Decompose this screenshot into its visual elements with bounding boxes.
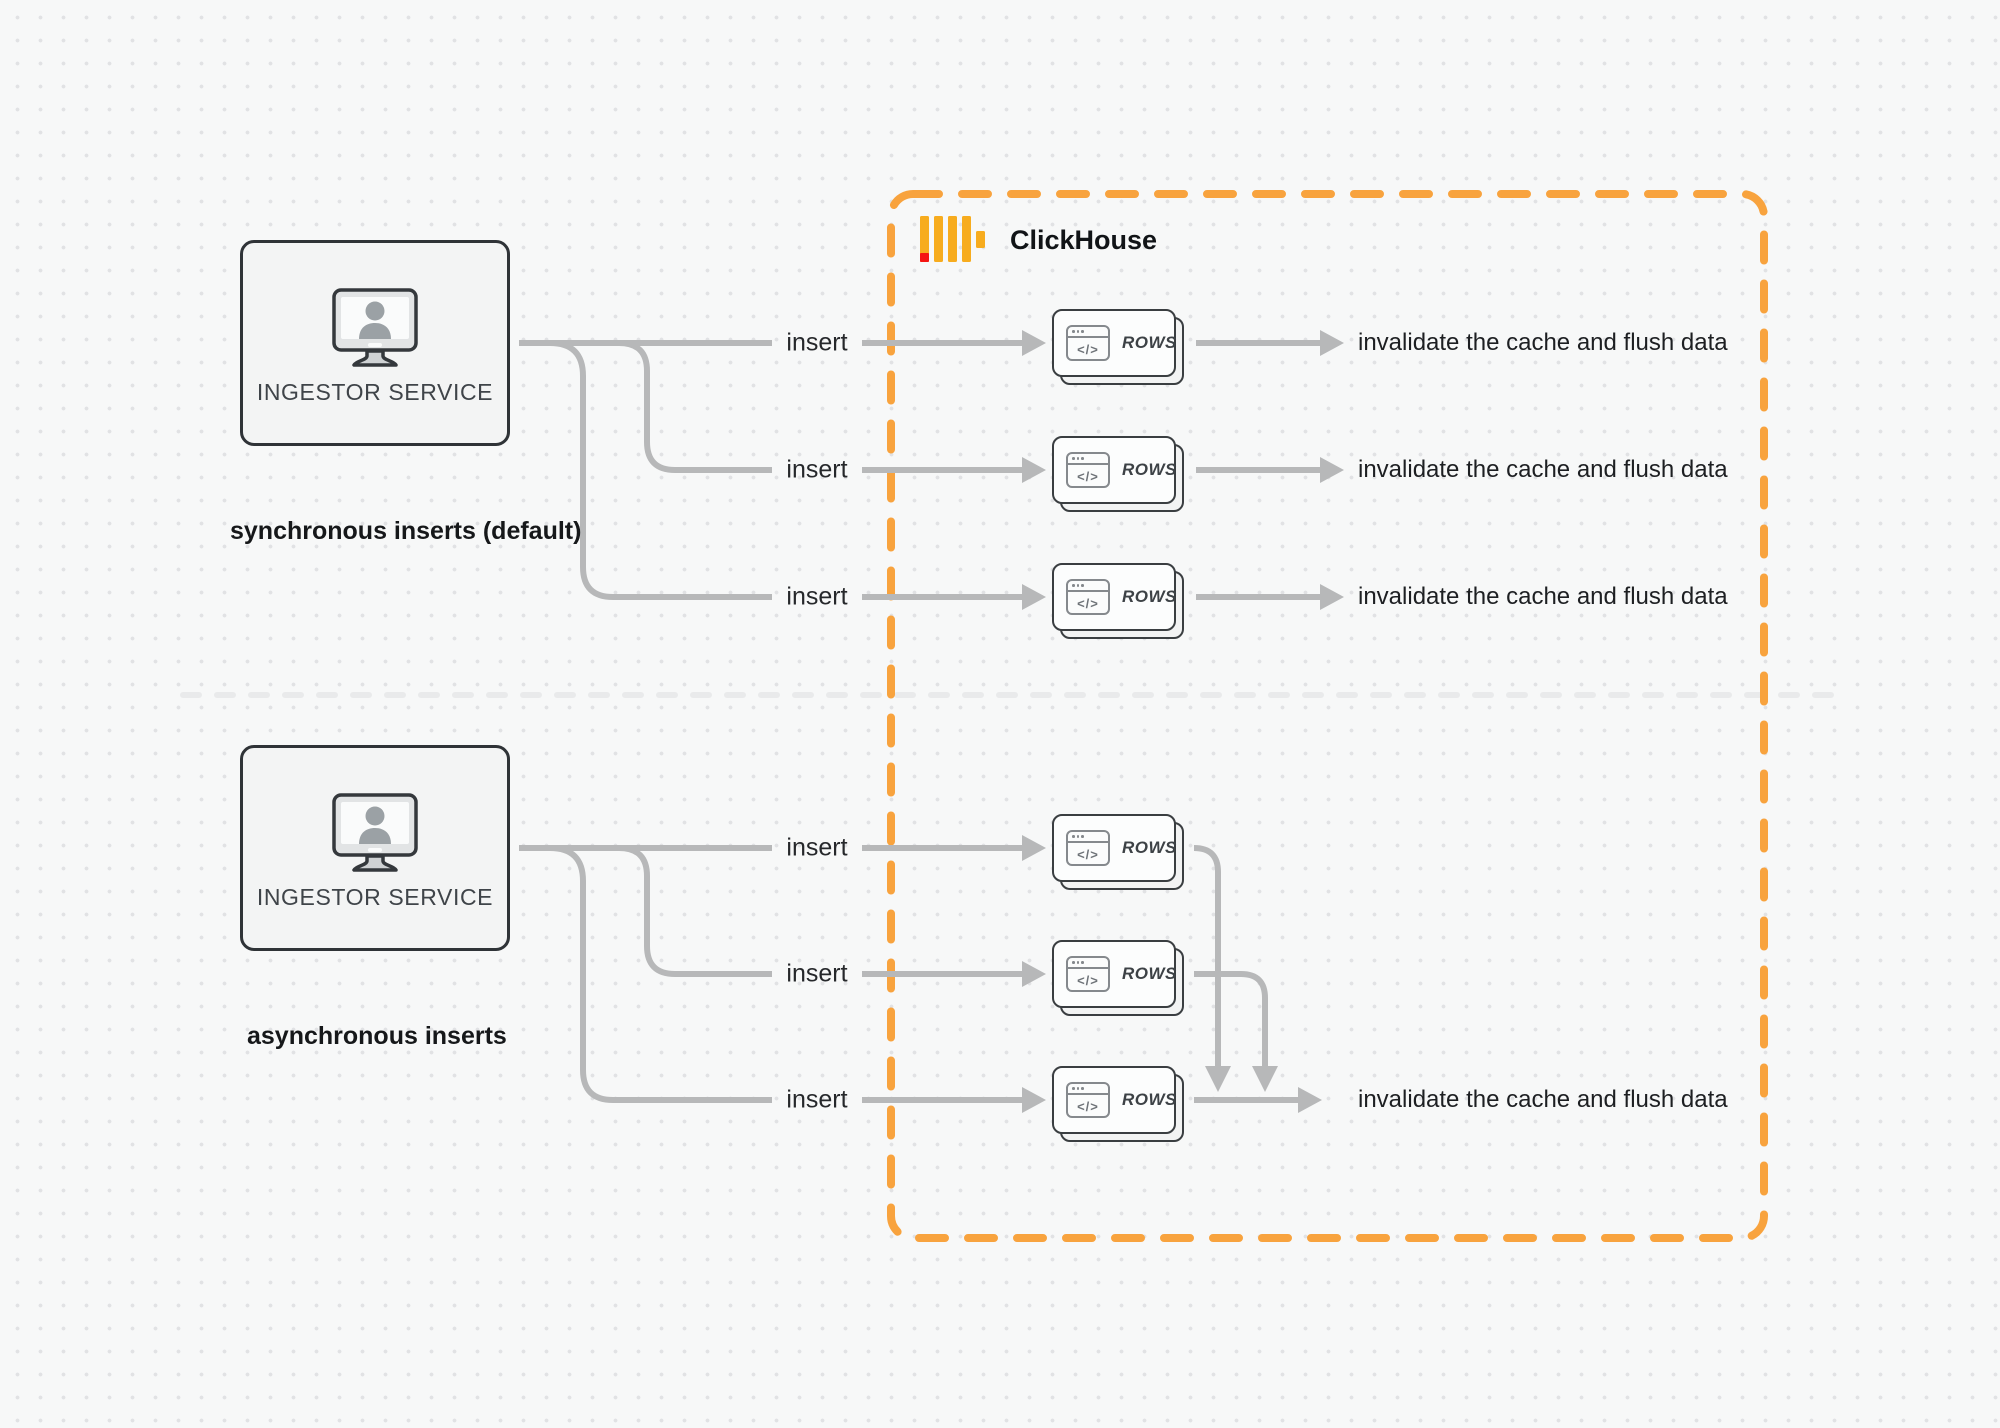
insert-label: insert (786, 1085, 848, 1114)
async-caption: asynchronous inserts (247, 1022, 507, 1050)
result-label: invalidate the cache and flush data (1358, 1086, 1728, 1113)
code-window-icon: </> (1066, 452, 1110, 488)
insert-label: insert (786, 455, 848, 484)
rows-label: ROWS (1122, 838, 1177, 857)
monitor-user-icon (332, 792, 418, 872)
rows-card: </> ROWS (1052, 436, 1184, 512)
ingestor-service-label: INGESTOR SERVICE (256, 378, 494, 405)
rows-card: </> ROWS (1052, 563, 1184, 639)
ingestor-service-box-async: INGESTOR SERVICE (240, 745, 510, 951)
clickhouse-header: ClickHouse (920, 216, 1157, 264)
insert-label: insert (786, 959, 848, 988)
ingestor-service-label: INGESTOR SERVICE (256, 883, 494, 910)
clickhouse-label: ClickHouse (1010, 224, 1158, 255)
rows-label: ROWS (1122, 1090, 1177, 1109)
clickhouse-dashed-box (887, 190, 1768, 1242)
rows-card: </> ROWS (1052, 1066, 1184, 1142)
insert-label: insert (786, 833, 848, 862)
insert-label: insert (786, 582, 848, 611)
code-window-icon: </> (1066, 830, 1110, 866)
insert-label: insert (786, 328, 848, 357)
sync-caption: synchronous inserts (default) (230, 517, 582, 545)
rows-card: </> ROWS (1052, 814, 1184, 890)
result-label: invalidate the cache and flush data (1358, 329, 1728, 356)
rows-label: ROWS (1122, 964, 1177, 983)
code-window-icon: </> (1066, 1082, 1110, 1118)
result-label: invalidate the cache and flush data (1358, 456, 1728, 483)
clickhouse-logo-icon (920, 216, 985, 262)
rows-label: ROWS (1122, 460, 1177, 479)
code-window-icon: </> (1066, 956, 1110, 992)
rows-card: </> ROWS (1052, 940, 1184, 1016)
monitor-user-icon (332, 287, 418, 367)
result-label: invalidate the cache and flush data (1358, 583, 1728, 610)
arrowheads (1022, 330, 1344, 1113)
rows-label: ROWS (1122, 587, 1177, 606)
code-window-icon: </> (1066, 325, 1110, 361)
ingestor-service-box-sync: INGESTOR SERVICE (240, 240, 510, 446)
rows-label: ROWS (1122, 333, 1177, 352)
rows-card: </> ROWS (1052, 309, 1184, 385)
code-window-icon: </> (1066, 579, 1110, 615)
